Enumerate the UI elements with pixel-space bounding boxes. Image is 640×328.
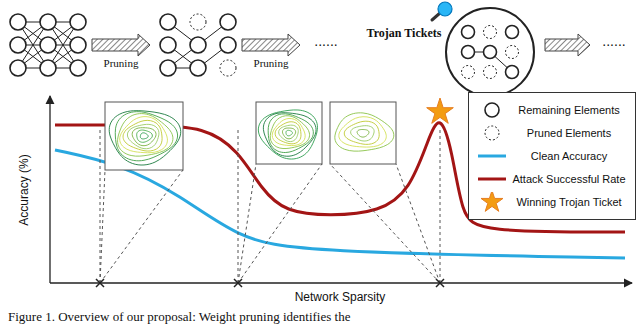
legend-text: Winning Trojan Ticket	[509, 196, 629, 209]
neuron	[40, 14, 56, 30]
loss-landscape-inset	[256, 102, 322, 164]
pruned-neuron	[484, 26, 497, 39]
pruned-neuron	[190, 14, 206, 30]
axis-title: Network Sparsity	[295, 290, 386, 304]
neuron	[462, 46, 475, 59]
neural-network	[10, 14, 86, 76]
dashed-leader	[238, 164, 322, 283]
legend-sample	[475, 169, 509, 189]
legend-sample	[475, 192, 509, 212]
dashed-leader	[100, 170, 105, 283]
legend-row: Attack Successful Rate	[475, 169, 629, 189]
legend-row: Pruned Elements	[475, 123, 629, 143]
neural-network	[160, 14, 236, 76]
loss-landscape-inset	[105, 102, 183, 170]
neuron	[506, 66, 519, 79]
legend-text: Clean Accuracy	[509, 150, 629, 163]
magnifier-icon	[432, 2, 452, 20]
neuron	[190, 60, 206, 76]
legend-sample	[475, 100, 509, 120]
legend-text: Attack Successful Rate	[509, 173, 629, 186]
legend-row: Clean Accuracy	[475, 146, 629, 166]
legend-row: Remaining Elements	[475, 100, 629, 120]
neuron	[10, 14, 26, 30]
neuron	[484, 46, 497, 59]
neuron	[160, 37, 176, 53]
neuron	[220, 37, 236, 53]
ticket-lens	[446, 8, 534, 96]
neuron	[10, 37, 26, 53]
legend-text: Remaining Elements	[509, 104, 629, 117]
axis-title: Accuracy (%)	[17, 154, 31, 225]
neuron	[70, 37, 86, 53]
neuron	[220, 14, 236, 30]
step-label: Pruning	[254, 57, 289, 69]
neuron	[462, 26, 475, 39]
neuron	[40, 60, 56, 76]
dashed-leader	[440, 130, 441, 283]
dashed-leader	[100, 170, 183, 283]
legend-row: Winning Trojan Ticket	[475, 192, 629, 212]
ellipsis: ......	[602, 33, 625, 49]
dashed-leader	[100, 130, 101, 283]
pruned-neuron	[484, 66, 497, 79]
neuron	[160, 14, 176, 30]
legend-sample	[475, 146, 509, 166]
neuron	[190, 37, 206, 53]
loss-landscape-inset	[330, 102, 396, 164]
neuron	[506, 26, 519, 39]
neuron	[160, 60, 176, 76]
legend-text: Pruned Elements	[509, 127, 629, 140]
sparsity-marker	[234, 279, 242, 287]
y-axis	[49, 96, 50, 283]
neural-network	[462, 26, 519, 79]
legend-sample	[475, 123, 509, 143]
sparsity-marker	[96, 279, 104, 287]
lens-label: Trojan Tickets	[367, 26, 442, 41]
legend: Remaining ElementsPruned ElementsClean A…	[468, 92, 636, 220]
ellipsis: ......	[314, 33, 337, 49]
pruned-neuron	[220, 60, 236, 76]
dashed-leader	[396, 164, 440, 283]
winning-ticket-star	[427, 98, 454, 123]
neuron	[10, 60, 26, 76]
step-label: Pruning	[104, 57, 139, 69]
pruning-arrow	[242, 34, 300, 56]
pruned-neuron	[462, 66, 475, 79]
pruning-arrow	[92, 34, 150, 56]
dashed-leader	[238, 130, 239, 283]
pruning-arrow	[545, 34, 590, 56]
neuron	[40, 37, 56, 53]
dashed-leader	[330, 164, 440, 283]
neuron	[70, 60, 86, 76]
x-axis	[50, 282, 632, 283]
dashed-leader	[238, 164, 256, 283]
figure-caption: Figure 1. Overview of our proposal: Weig…	[8, 309, 350, 325]
pruned-neuron	[506, 46, 519, 59]
sparsity-marker	[436, 279, 444, 287]
neuron	[70, 14, 86, 30]
